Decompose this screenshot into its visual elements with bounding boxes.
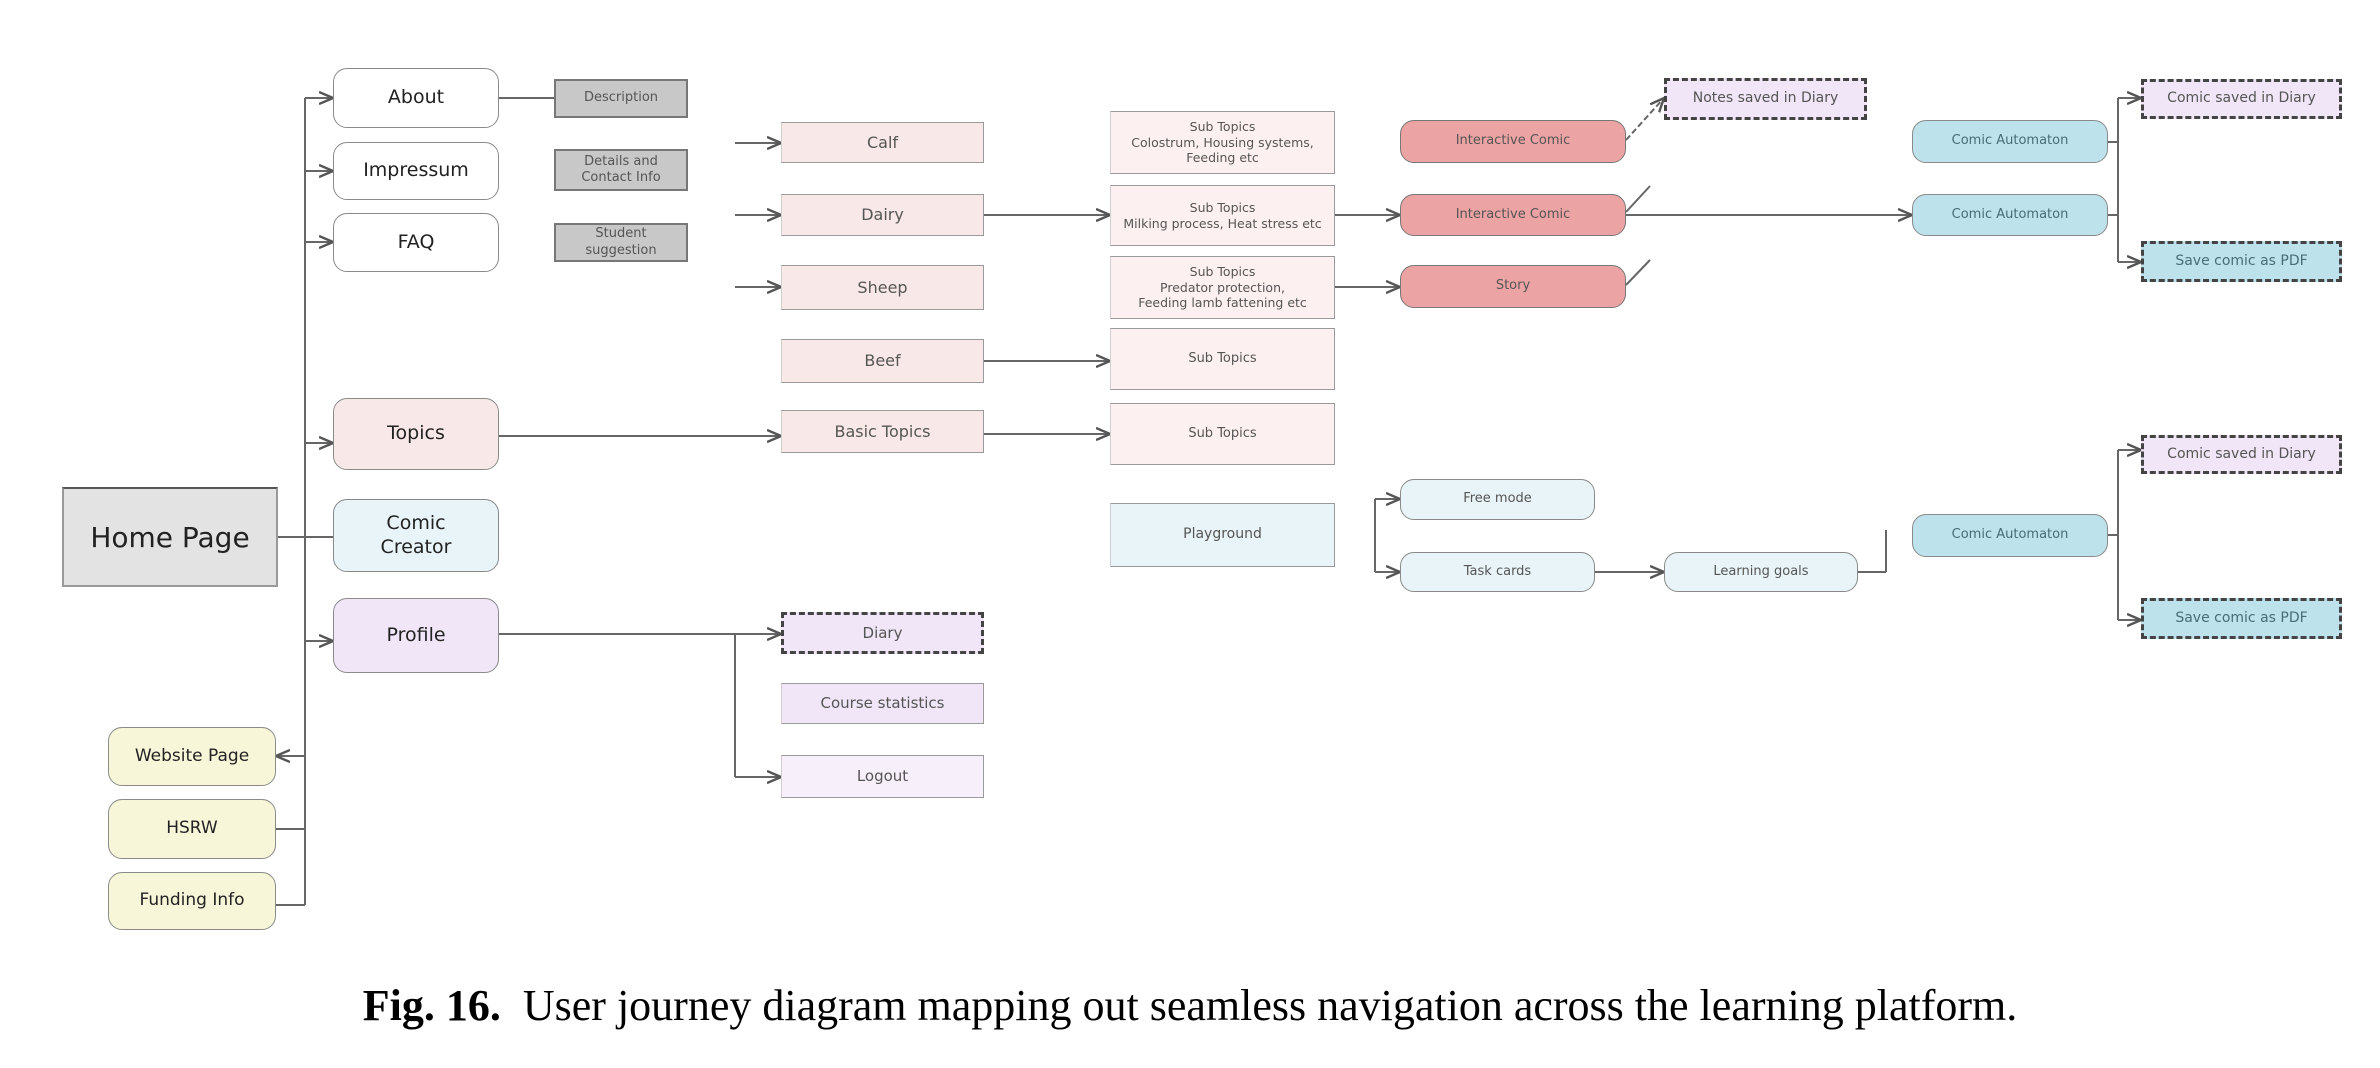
dairy-node: Dairy	[781, 194, 984, 236]
course-statistics-node: Course statistics	[781, 683, 984, 724]
comic-automaton-node-1: Comic Automaton	[1912, 120, 2108, 163]
basic-topics-node: Basic Topics	[781, 410, 984, 453]
interactive-comic-node-2: Interactive Comic	[1400, 194, 1626, 236]
interactive-comic-node-1: Interactive Comic	[1400, 120, 1626, 163]
faq-node: FAQ	[333, 213, 499, 272]
topics-node: Topics	[333, 398, 499, 470]
learning-goals-node: Learning goals	[1664, 552, 1858, 592]
free-mode-node: Free mode	[1400, 479, 1595, 520]
story-node: Story	[1400, 265, 1626, 308]
website-page-node: Website Page	[108, 727, 276, 786]
sub-topics-dairy-node: Sub Topics Milking process, Heat stress …	[1110, 185, 1335, 246]
save-comic-pdf-node-2: Save comic as PDF	[2141, 598, 2342, 639]
notes-saved-diary-node: Notes saved in Diary	[1664, 78, 1867, 120]
student-suggestion-node: Student suggestion	[554, 223, 688, 262]
beef-node: Beef	[781, 339, 984, 383]
hsrw-node: HSRW	[108, 799, 276, 859]
user-journey-diagram: Home Page About Impressum FAQ Descriptio…	[0, 0, 2380, 930]
profile-node: Profile	[333, 598, 499, 673]
impressum-node: Impressum	[333, 142, 499, 200]
comic-automaton-node-3: Comic Automaton	[1912, 514, 2108, 557]
home-page-node: Home Page	[62, 487, 278, 587]
comic-creator-node: Comic Creator	[333, 499, 499, 572]
sub-topics-calf-node: Sub Topics Colostrum, Housing systems, F…	[1110, 111, 1335, 174]
caption-label: Fig. 16.	[362, 981, 501, 1030]
comic-saved-diary-node-1: Comic saved in Diary	[2141, 79, 2342, 119]
logout-node: Logout	[781, 755, 984, 798]
details-contact-node: Details and Contact Info	[554, 149, 688, 191]
sheep-node: Sheep	[781, 265, 984, 310]
calf-node: Calf	[781, 122, 984, 163]
about-node: About	[333, 68, 499, 128]
sub-topics-beef-node: Sub Topics	[1110, 328, 1335, 390]
comic-automaton-node-2: Comic Automaton	[1912, 194, 2108, 236]
save-comic-pdf-node-1: Save comic as PDF	[2141, 241, 2342, 282]
sub-topics-basic-node: Sub Topics	[1110, 403, 1335, 465]
figure-caption: Fig. 16. User journey diagram mapping ou…	[0, 980, 2380, 1031]
task-cards-node: Task cards	[1400, 552, 1595, 592]
comic-saved-diary-node-2: Comic saved in Diary	[2141, 435, 2342, 474]
connector-lines	[0, 0, 2380, 906]
description-node: Description	[554, 79, 688, 118]
playground-node: Playground	[1110, 503, 1335, 567]
funding-info-node: Funding Info	[108, 872, 276, 930]
caption-text: User journey diagram mapping out seamles…	[522, 981, 2018, 1030]
sub-topics-sheep-node: Sub Topics Predator protection, Feeding …	[1110, 256, 1335, 319]
diary-node: Diary	[781, 612, 984, 654]
